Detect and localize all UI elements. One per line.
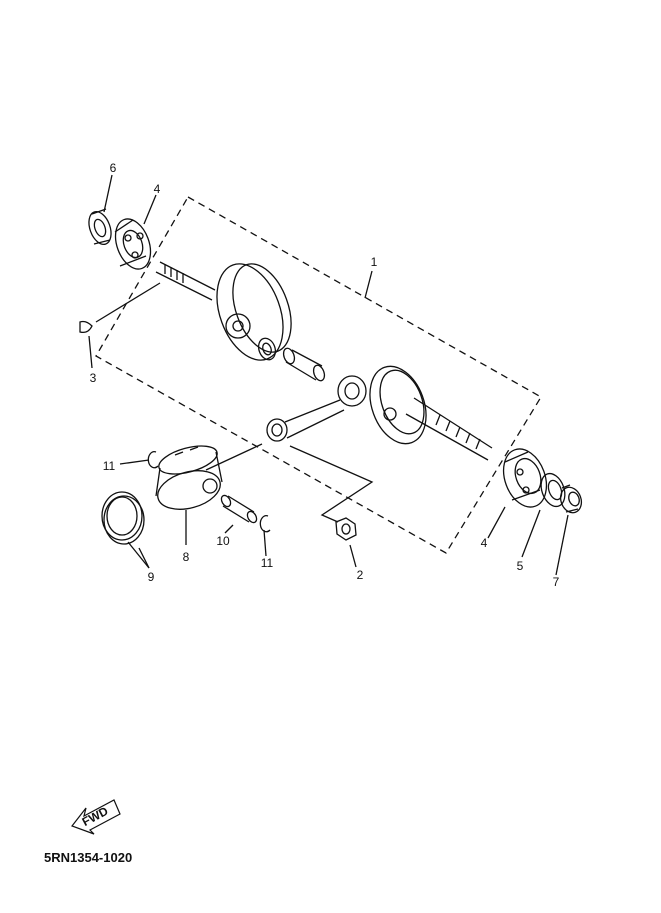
circlip-11-right: [259, 515, 271, 533]
leader-4-bottom: [487, 506, 506, 539]
crank-pin: [282, 347, 326, 382]
callout-2: 2: [357, 568, 364, 582]
circlip-11-left: [147, 451, 159, 469]
woodruff-key-3: [79, 320, 93, 334]
callout-5: 5: [517, 559, 524, 573]
callout-4-bottom: 4: [481, 536, 488, 550]
leader-5: [521, 509, 541, 558]
nut-2: [335, 517, 357, 541]
callout-7: 7: [553, 575, 560, 589]
leader-11-left: [119, 459, 150, 465]
bearing-4-left: [114, 218, 152, 270]
callout-3: 3: [90, 371, 97, 385]
fwd-label: FWD: [80, 804, 111, 829]
callout-11-left: 11: [103, 459, 116, 473]
crank-shaft-left: [155, 261, 292, 361]
piston-rings-9: [101, 491, 145, 545]
collar-7: [559, 484, 583, 514]
leader-3b: [88, 335, 93, 369]
leader-8b: [205, 443, 263, 471]
piston-pin-10: [220, 494, 258, 524]
leader-10: [224, 524, 234, 534]
leader-3: [95, 282, 161, 323]
callout-1: 1: [371, 255, 378, 269]
callout-8: 8: [183, 550, 190, 564]
leader-4-top: [143, 194, 157, 225]
leader-9a: [127, 541, 150, 569]
part-code: 5RN1354-1020: [44, 850, 133, 865]
leader-2: [289, 445, 374, 523]
connecting-rod: [266, 375, 367, 442]
callout-6: 6: [110, 161, 117, 175]
callout-10: 10: [216, 534, 230, 548]
callout-11-right: 11: [261, 556, 274, 570]
assembly-boundary: [95, 196, 542, 554]
leader-9b: [138, 547, 150, 569]
leader-6: [103, 174, 113, 213]
bearing-4-right: [502, 448, 548, 508]
crank-shaft-right: [369, 365, 493, 461]
needle-bearing: [257, 337, 277, 361]
callout-4-top: 4: [154, 182, 161, 196]
oil-seal-5: [540, 472, 566, 508]
leader-1: [364, 270, 373, 299]
leader-2b: [349, 544, 357, 568]
piston-8: [155, 445, 223, 510]
fwd-arrow-icon: [71, 799, 121, 835]
oil-seal-6: [88, 208, 112, 245]
callout-9: 9: [148, 570, 155, 584]
leader-7: [555, 514, 569, 576]
leader-11-right: [263, 529, 267, 557]
